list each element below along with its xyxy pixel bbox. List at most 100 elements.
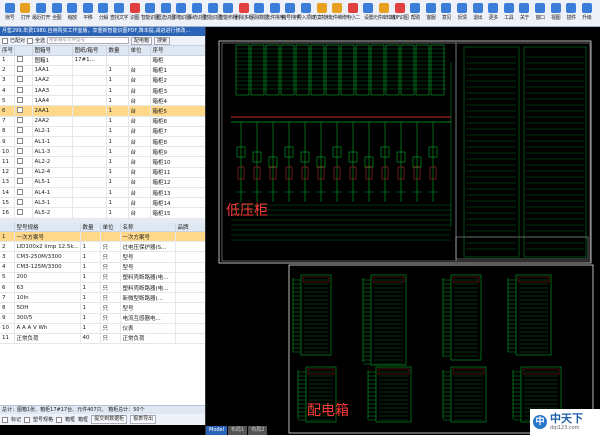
box-header-cell[interactable] (14, 46, 33, 56)
toolbar-button-9[interactable]: 智能识图 (141, 0, 160, 26)
row-checkbox[interactable] (16, 198, 23, 205)
row-checkbox[interactable] (16, 127, 23, 134)
toolbar-button-13[interactable]: 智能识图 (204, 0, 222, 26)
bottom-action[interactable]: 提交到数据柜 (91, 415, 128, 424)
toolbar-button-28[interactable]: 意见 (439, 0, 455, 26)
toolbar-button-37[interactable]: 升级 (579, 0, 595, 26)
parts-header-cell[interactable] (0, 222, 15, 232)
toolbar-button-25[interactable]: PDF识图 (391, 0, 409, 26)
toolbar-button-35[interactable]: 视图 (548, 0, 564, 26)
toolbar-button-27[interactable]: 客服 (423, 0, 439, 26)
row-checkbox[interactable] (16, 137, 23, 144)
toolbar-button-3[interactable]: 全图 (49, 0, 65, 26)
bottom-checkbox[interactable] (2, 416, 8, 423)
toolbar-button-1[interactable]: 打开 (18, 0, 34, 26)
row-checkbox[interactable] (16, 178, 23, 185)
row-checkbox[interactable] (16, 66, 23, 73)
row-checkbox[interactable] (16, 117, 23, 124)
parts-header-cell[interactable]: 数量 (80, 222, 101, 232)
toolbar-button-4[interactable]: 缩放 (64, 0, 80, 26)
toolbar-button-8[interactable]: 识图 (127, 0, 143, 26)
toolbar-button-30[interactable]: 退出 (470, 0, 486, 26)
search-button[interactable]: 搜索 (154, 36, 171, 45)
row-checkbox[interactable] (16, 56, 23, 63)
cad-drawing[interactable] (206, 27, 600, 435)
row-checkbox[interactable] (16, 157, 23, 164)
toolbar-button-11[interactable]: 单箱识图 (172, 0, 191, 26)
box-header-cell[interactable]: 序号 (150, 46, 206, 56)
toolbar-button-33[interactable]: 关于 (517, 0, 533, 26)
toolbar-button-21[interactable]: 元件维修 (328, 0, 347, 26)
toolbar-button-18[interactable]: 箱号排序 (281, 0, 300, 26)
bottom-action[interactable]: 箱框 (65, 417, 76, 423)
toolbar-button-5[interactable]: 平移 (80, 0, 96, 26)
tab-layout-1[interactable]: 布局1 (228, 426, 248, 435)
row-checkbox[interactable] (16, 76, 23, 83)
bottom-action[interactable]: 箱框 (78, 417, 89, 423)
box-header-cell[interactable]: 序号 (0, 46, 15, 56)
bottom-checkbox[interactable] (56, 416, 63, 423)
parts-header-cell[interactable]: 名称 (120, 222, 176, 232)
box-header-cell[interactable]: 数量 (106, 46, 129, 56)
box-header-cell[interactable]: 单位 (128, 46, 151, 56)
toolbar-button-31[interactable]: 更多 (485, 0, 501, 26)
tab-layout-2[interactable]: 布局2 (248, 426, 268, 435)
toolbar-button-16[interactable]: 清除数据 (250, 0, 269, 26)
toolbar-button-36[interactable]: 插件 (563, 0, 579, 26)
parts-header-cell[interactable]: 型号规格 (14, 222, 81, 232)
row-checkbox[interactable] (16, 168, 23, 175)
bottom-action[interactable]: 标记 (11, 417, 22, 423)
row-checkbox[interactable] (16, 107, 23, 114)
toolbar-button-23[interactable]: 设置 (361, 0, 377, 26)
toolbar-button-29[interactable]: 反馈 (454, 0, 470, 26)
tab-model[interactable]: Model (206, 426, 228, 435)
toolbar-button-10[interactable]: 框选识图 (157, 0, 175, 26)
toolbar-button-7[interactable]: 查找文字 (110, 0, 128, 26)
toolbar-button-26[interactable]: 帮助 (407, 0, 423, 26)
toolbar-button-32[interactable]: 工具 (501, 0, 517, 26)
row-checkbox[interactable] (16, 147, 23, 154)
toolbar-button-0[interactable]: 账号 (2, 0, 18, 26)
select-all-checkbox[interactable] (27, 37, 34, 44)
bottom-checkbox[interactable] (24, 416, 31, 423)
row-checkbox[interactable] (16, 86, 23, 93)
box-header-cell[interactable]: 图纸/箱号 (72, 46, 107, 56)
toolbar-button-20[interactable]: 方案物料 (313, 0, 331, 26)
bottom-action[interactable]: 报表导出 (130, 415, 157, 424)
parts-header-cell[interactable]: 品牌 (175, 222, 206, 232)
row-checkbox[interactable] (16, 188, 23, 195)
toolbar-button-12[interactable]: 系统识图 (188, 0, 206, 26)
search-input[interactable]: 搜索箱号元件型号 (47, 37, 130, 44)
toolbar-button-19[interactable]: 导入项目 (297, 0, 316, 26)
toolbar-button-22[interactable]: 电小二 (345, 0, 361, 26)
toolbar-button-2[interactable]: 最近打开 (32, 0, 51, 26)
row-checkbox[interactable] (16, 96, 23, 103)
toolbar-button-34[interactable]: 窗口 (532, 0, 548, 26)
toolbar-button-14[interactable]: 智能布柜 (219, 0, 238, 26)
toolbar-button-24[interactable]: 元件库知道 (373, 0, 396, 26)
